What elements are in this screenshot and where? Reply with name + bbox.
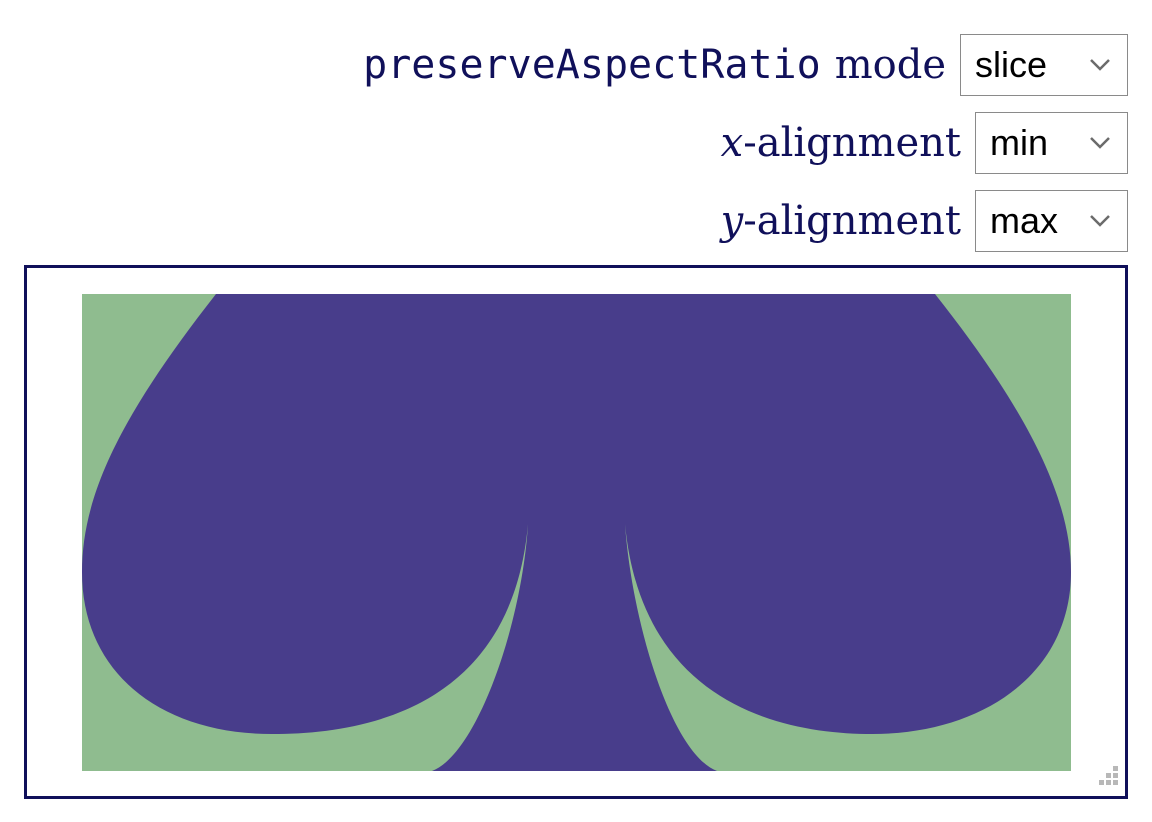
chevron-down-icon: [1090, 215, 1110, 227]
mode-select-value: slice: [975, 44, 1048, 85]
x-alignment-label: x-alignment: [721, 123, 961, 163]
y-alignment-label-var: y: [720, 198, 744, 244]
y-alignment-select[interactable]: max: [975, 190, 1128, 252]
mode-control-row: preserveAspectRatio mode slice: [363, 33, 1128, 97]
y-alignment-label: y-alignment: [721, 201, 961, 241]
y-alignment-label-text: -alignment: [743, 198, 961, 244]
y-alignment-control-row: y-alignment max: [721, 189, 1128, 253]
spade-shape: [82, 294, 1071, 771]
x-alignment-control-row: x-alignment min: [721, 111, 1128, 175]
spade-artwork: [82, 294, 1071, 771]
x-alignment-select-value: min: [990, 122, 1049, 163]
y-alignment-select-value: max: [990, 200, 1059, 241]
x-alignment-label-text: -alignment: [743, 120, 961, 166]
mode-label-code: preserveAspectRatio: [363, 42, 821, 88]
chevron-down-icon: [1090, 59, 1110, 71]
resize-grip-icon[interactable]: [1094, 765, 1120, 791]
mode-label-text: mode: [834, 42, 946, 88]
x-alignment-select[interactable]: min: [975, 112, 1128, 174]
mode-select[interactable]: slice: [960, 34, 1128, 96]
chevron-down-icon: [1090, 137, 1110, 149]
mode-label: preserveAspectRatio mode: [363, 45, 946, 85]
x-alignment-label-var: x: [720, 120, 744, 166]
